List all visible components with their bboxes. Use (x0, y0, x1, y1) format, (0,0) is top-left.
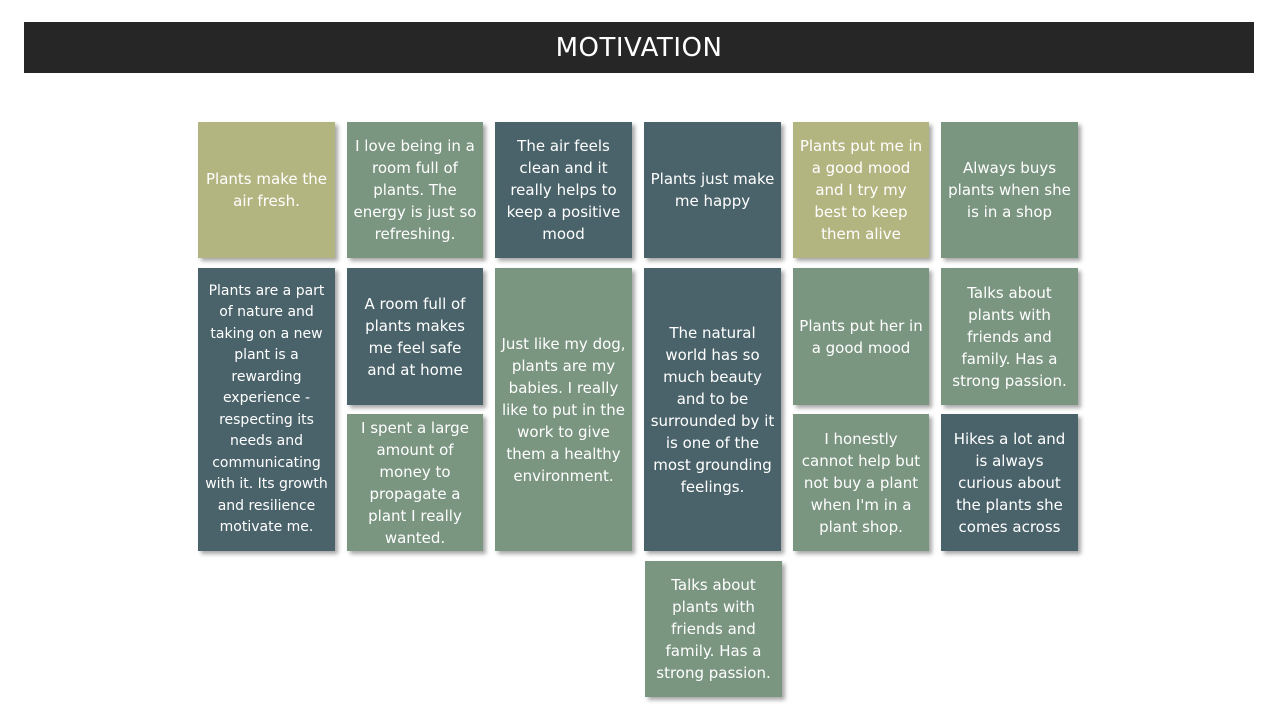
sticky-note-talks-about-plants: Talks about plants with friends and fami… (941, 268, 1078, 405)
sticky-note-safe-at-home: A room full of plants makes me feel safe… (347, 268, 483, 405)
sticky-note-plants-babies: Just like my dog, plants are my babies. … (495, 268, 632, 551)
sticky-note-air-clean-mood: The air feels clean and it really helps … (495, 122, 632, 258)
sticky-note-propagate-money: I spent a large amount of money to propa… (347, 414, 483, 551)
sticky-note-cannot-help-buy: I honestly cannot help but not buy a pla… (793, 414, 929, 551)
slide-title: MOTIVATION (555, 32, 723, 63)
title-bar: MOTIVATION (24, 22, 1254, 73)
sticky-note-natural-beauty: The natural world has so much beauty and… (644, 268, 781, 551)
sticky-note-part-of-nature: Plants are a part of nature and taking o… (198, 268, 335, 551)
sticky-note-her-good-mood: Plants put her in a good mood (793, 268, 929, 405)
sticky-note-talks-about-plants-2: Talks about plants with friends and fami… (645, 561, 782, 697)
sticky-note-good-mood-alive: Plants put me in a good mood and I try m… (793, 122, 929, 258)
sticky-note-buys-plants-shop: Always buys plants when she is in a shop (941, 122, 1078, 258)
sticky-note-air-fresh: Plants make the air fresh. (198, 122, 335, 258)
sticky-note-plants-happy: Plants just make me happy (644, 122, 781, 258)
sticky-note-room-full-energy: I love being in a room full of plants. T… (347, 122, 483, 258)
sticky-note-hikes-curious: Hikes a lot and is always curious about … (941, 414, 1078, 551)
